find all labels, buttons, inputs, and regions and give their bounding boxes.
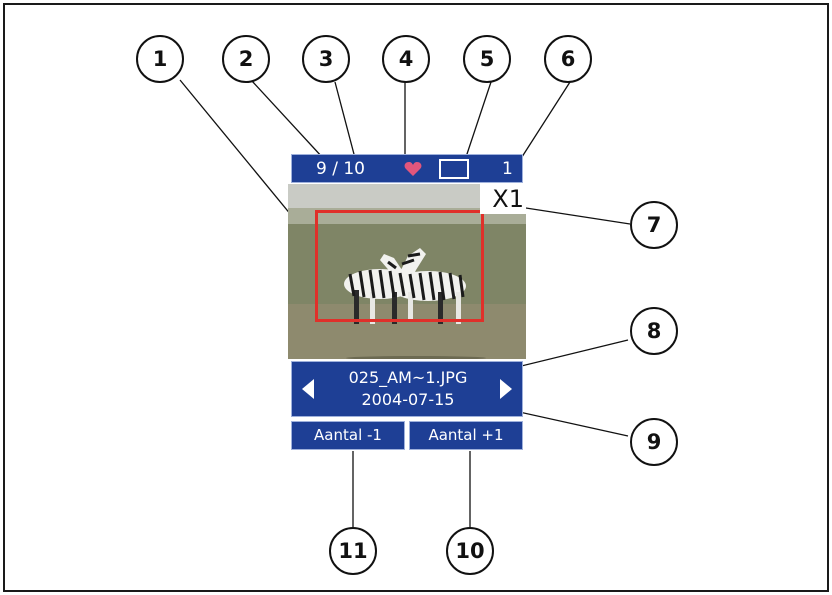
status-bar: 9 / 10 1 (291, 154, 523, 183)
callout-8: 8 (630, 307, 678, 355)
heart-icon (404, 162, 422, 176)
arrow-left-icon[interactable] (302, 379, 314, 399)
print-copies-count: 1 (502, 159, 513, 179)
callout-5: 5 (463, 35, 511, 83)
callout-7: 7 (630, 201, 678, 249)
zoom-indicator: X1 (480, 184, 526, 214)
frame-icon (439, 159, 469, 179)
file-name: 025_AM~1.JPG (348, 368, 468, 387)
image-counter: 9 / 10 (316, 159, 365, 179)
callout-11: 11 (329, 527, 377, 575)
leader-6 (519, 81, 571, 161)
callout-3: 3 (302, 35, 350, 83)
callout-2: 2 (222, 35, 270, 83)
camera-screen: 9 / 10 1 (288, 151, 528, 451)
file-info-bar: 025_AM~1.JPG 2004-07-15 (291, 361, 523, 417)
leader-5 (464, 81, 492, 161)
callout-6: 6 (544, 35, 592, 83)
callout-4: 4 (382, 35, 430, 83)
arrow-right-icon[interactable] (500, 379, 512, 399)
photo-preview: X1 (288, 184, 526, 359)
callout-9: 9 (630, 418, 678, 466)
callout-10: 10 (446, 527, 494, 575)
crop-frame (315, 210, 484, 322)
leader-3 (334, 81, 356, 159)
file-date: 2004-07-15 (361, 390, 455, 409)
decrease-copies-button[interactable]: Aantal -1 (291, 421, 405, 450)
callout-1: 1 (136, 35, 184, 83)
increase-copies-button[interactable]: Aantal +1 (409, 421, 523, 450)
leader-2 (251, 80, 324, 159)
